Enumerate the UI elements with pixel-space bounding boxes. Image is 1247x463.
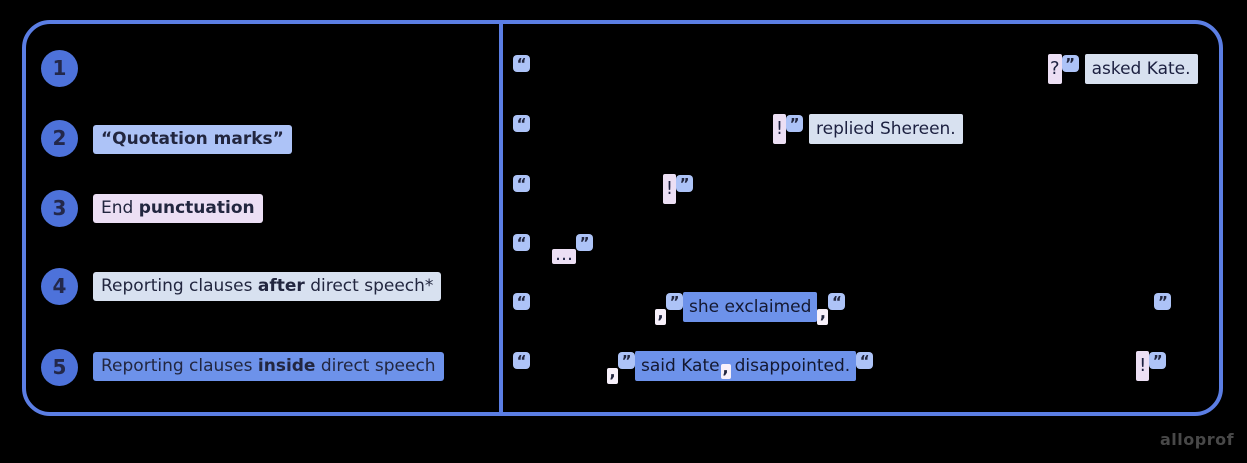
step-1-badge: 1: [41, 50, 78, 87]
comma-highlight: ,: [720, 358, 731, 379]
example-row-5: “ , ” she exclaimed , “ ”: [513, 292, 1172, 325]
exclamation-mark-highlight: !: [1136, 351, 1150, 381]
open-quote-icon: “: [828, 293, 846, 310]
open-quote-icon: “: [513, 175, 530, 192]
example-row-4: “ … ”: [513, 233, 593, 264]
close-quote-icon: ”: [1061, 55, 1079, 72]
legend-end-punctuation-pre: End: [101, 198, 139, 218]
exclamation-mark-highlight: !: [773, 114, 786, 144]
question-mark-highlight: ?: [1048, 54, 1062, 84]
step-2-badge: 2: [41, 120, 78, 157]
reporting-clause-inside-text-b: disappointed.: [734, 356, 851, 376]
step-5-badge: 5: [41, 349, 78, 386]
ellipsis-highlight: …: [552, 246, 576, 264]
step-4-badge: 4: [41, 268, 78, 305]
open-quote-icon: “: [513, 115, 530, 132]
step-3-badge: 3: [41, 190, 78, 227]
example-row-2: “ ! ” replied Shereen.: [513, 114, 963, 144]
close-quote-icon: ”: [618, 352, 635, 369]
close-quote-icon: ”: [1149, 352, 1167, 369]
open-quote-icon: “: [856, 352, 874, 369]
legend-reporting-inside-bold: inside: [257, 356, 316, 376]
reporting-clause-after: asked Kate.: [1084, 54, 1198, 84]
example-row-3: “ ! ”: [513, 174, 693, 204]
close-quote-icon: ”: [1154, 293, 1172, 310]
comma-highlight: ,: [817, 305, 829, 325]
comma-highlight: ,: [655, 305, 666, 325]
legend-reporting-after-bold: after: [257, 276, 305, 296]
outer-frame: [22, 20, 1223, 416]
panel-divider: [499, 24, 503, 412]
reporting-clause-after: replied Shereen.: [809, 114, 963, 144]
alloprof-logo: alloprof: [1160, 430, 1235, 449]
legend-end-punctuation-bold: punctuation: [138, 198, 255, 218]
legend-end-punctuation: End punctuation: [93, 194, 263, 223]
open-quote-icon: “: [513, 55, 530, 72]
comma-highlight: ,: [607, 364, 618, 384]
close-quote-icon: ”: [666, 293, 683, 310]
exclamation-mark-highlight: !: [663, 174, 676, 204]
reporting-clause-inside-text-a: said Kate: [641, 356, 720, 376]
legend-reporting-inside-pre: Reporting clauses: [101, 356, 258, 376]
close-quote-icon: ”: [576, 234, 593, 251]
example-row-6: “ , ” said Kate,disappointed. “ ! ”: [513, 351, 1167, 384]
example-row-1: “ ? ” asked Kate.: [513, 54, 1198, 84]
open-quote-icon: “: [513, 234, 530, 251]
reporting-clause-inside: she exclaimed: [683, 292, 818, 322]
reporting-clause-inside-text: she exclaimed: [689, 297, 812, 317]
legend-reporting-after: Reporting clauses after direct speech*: [93, 272, 442, 301]
legend-reporting-after-pre: Reporting clauses: [101, 276, 258, 296]
legend-reporting-inside-post: direct speech: [315, 356, 436, 376]
legend-quotation-marks: “Quotation marks”: [93, 125, 292, 154]
open-quote-icon: “: [513, 293, 530, 310]
legend-quotation-marks-text: “Quotation marks”: [101, 129, 284, 149]
legend-reporting-inside: Reporting clauses inside direct speech: [93, 352, 444, 381]
close-quote-icon: ”: [786, 115, 803, 132]
close-quote-icon: ”: [676, 175, 693, 192]
reporting-clause-inside: said Kate,disappointed.: [635, 351, 857, 381]
open-quote-icon: “: [513, 352, 530, 369]
legend-reporting-after-post: direct speech*: [304, 276, 434, 296]
